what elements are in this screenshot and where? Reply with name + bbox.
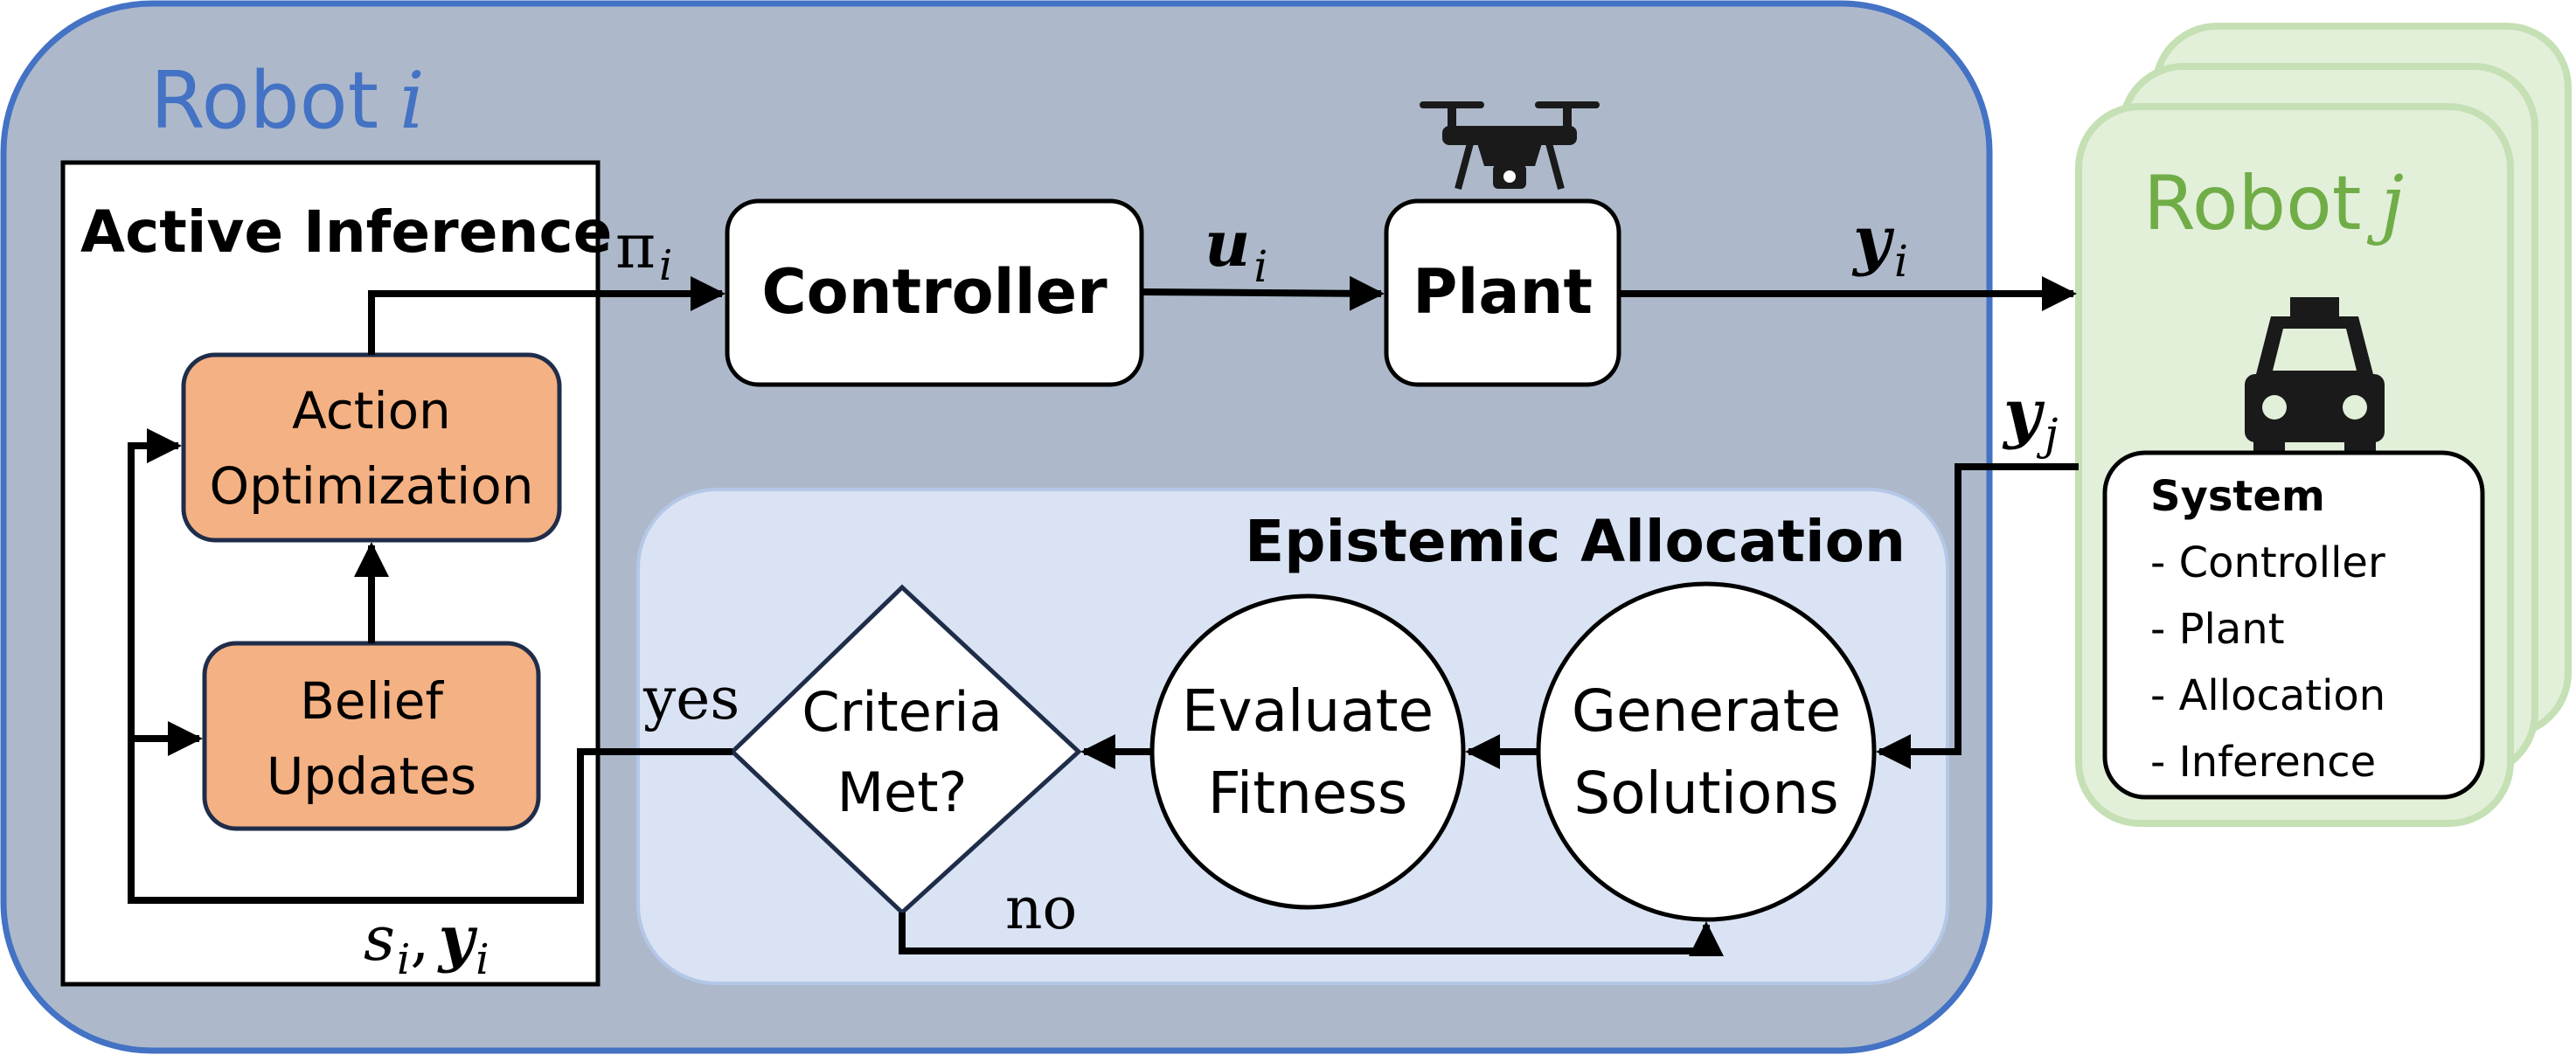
y-out-label: yi (1851, 203, 1908, 287)
system-box (2102, 450, 2485, 800)
evaluate-fitness-label: Fitness (1208, 760, 1408, 827)
yes-label: yes (642, 665, 739, 732)
system-item: - Plant (2150, 605, 2285, 654)
belief-updates-label: Updates (267, 746, 476, 806)
no-label: no (1005, 875, 1077, 942)
evaluate-fitness-node (1149, 593, 1466, 910)
generate-solutions-node (1536, 581, 1877, 922)
arrow-control (1141, 275, 1385, 311)
evaluate-fitness-label: Evaluate (1182, 677, 1434, 745)
arrow-feedback-loop (128, 428, 733, 904)
system-title: System (2150, 472, 2325, 521)
generate-solutions-label: Generate (1572, 677, 1841, 745)
active-inference-box (60, 160, 601, 987)
plant-label: Plant (1413, 256, 1593, 328)
epistemic-allocation-title: Epistemic Allocation (1245, 508, 1906, 575)
system-item: - Controller (2150, 538, 2385, 587)
arrow-incoming-observation (1876, 463, 2079, 769)
action-optimization-label: Optimization (209, 456, 533, 516)
system-item: - Allocation (2150, 671, 2385, 720)
u-label: ui (1205, 206, 1267, 292)
feedback-label: si,yi (364, 902, 490, 984)
y-in-label: yj (2002, 376, 2059, 460)
controller-label: Controller (761, 256, 1107, 328)
criteria-met-label: Met? (837, 760, 968, 824)
system-item: - Inference (2150, 738, 2376, 787)
arrow-policy (368, 276, 726, 355)
arrow-no-loop (899, 913, 1724, 956)
pi-label: πi (615, 211, 672, 290)
generate-solutions-label: Solutions (1573, 760, 1838, 827)
drone-icon (1420, 101, 1600, 191)
action-optimization-label: Action (292, 381, 451, 441)
criteria-met-label: Criteria (802, 680, 1002, 744)
belief-updates-label: Belief (300, 671, 444, 731)
active-inference-title: Active Inference (80, 198, 612, 266)
